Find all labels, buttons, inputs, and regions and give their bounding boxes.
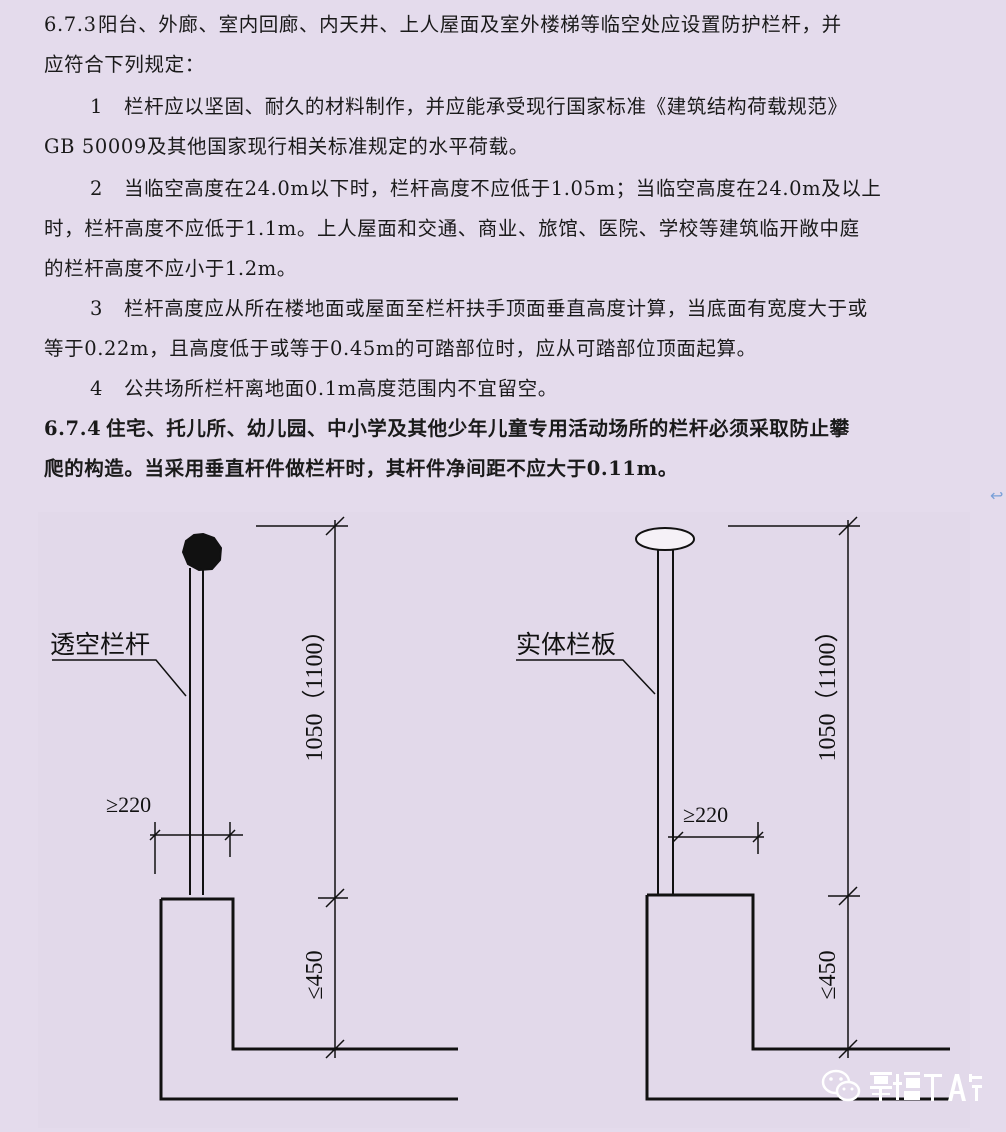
wechat-icon bbox=[821, 1069, 861, 1102]
railing-figure: 透空栏杆 实体栏板 ≥220 ≥220 1050（1100） 1050（1100… bbox=[38, 512, 970, 1128]
clause-673-line-2: 应符合下列规定： bbox=[44, 53, 205, 76]
left-width-dim: ≥220 bbox=[106, 792, 151, 817]
clause-674-number: 6.7.4 bbox=[44, 417, 102, 440]
left-height-dim: 1050（1100） bbox=[302, 618, 328, 761]
item-2-line-2: 时，栏杆高度不应低于1.1m。上人屋面和交通、商业、旅馆、医院、学校等建筑临开敞… bbox=[44, 217, 860, 240]
item-2-line-3: 的栏杆高度不应小于1.2m。 bbox=[44, 257, 297, 280]
wechat-watermark-logo bbox=[821, 1069, 982, 1102]
return-arrow-icon: ↩ bbox=[990, 486, 1004, 505]
railing-ball-icon bbox=[181, 532, 223, 572]
curb-base-outline bbox=[159, 899, 458, 1101]
right-base-dim: ≤450 bbox=[815, 950, 841, 999]
left-label: 透空栏杆 bbox=[50, 631, 150, 659]
right-label: 实体栏板 bbox=[516, 631, 616, 659]
right-width-dim: ≥220 bbox=[683, 802, 728, 827]
clause-673-line-1: 6.7.3阳台、外廊、室内回廊、内天井、上人屋面及室外楼梯等临空处应设置防护栏杆… bbox=[44, 10, 842, 40]
item-3-line-2: 等于0.22m，且高度低于或等于0.45m的可踏部位时，应从可踏部位顶面起算。 bbox=[44, 337, 757, 360]
clause-673-number: 6.7.3 bbox=[44, 13, 97, 36]
clause-674-line-2: 爬的构造。当采用垂直杆件做栏杆时，其杆件净间距不应大于0.11m。 bbox=[44, 457, 678, 480]
item-1-line-2: GB 50009及其他国家现行相关标准规定的水平荷载。 bbox=[44, 135, 529, 158]
railing-drawing: 透空栏杆 实体栏板 ≥220 ≥220 1050（1100） 1050（1100… bbox=[50, 516, 950, 1101]
left-base-dim: ≤450 bbox=[302, 950, 328, 999]
right-height-dim: 1050（1100） bbox=[815, 618, 841, 761]
